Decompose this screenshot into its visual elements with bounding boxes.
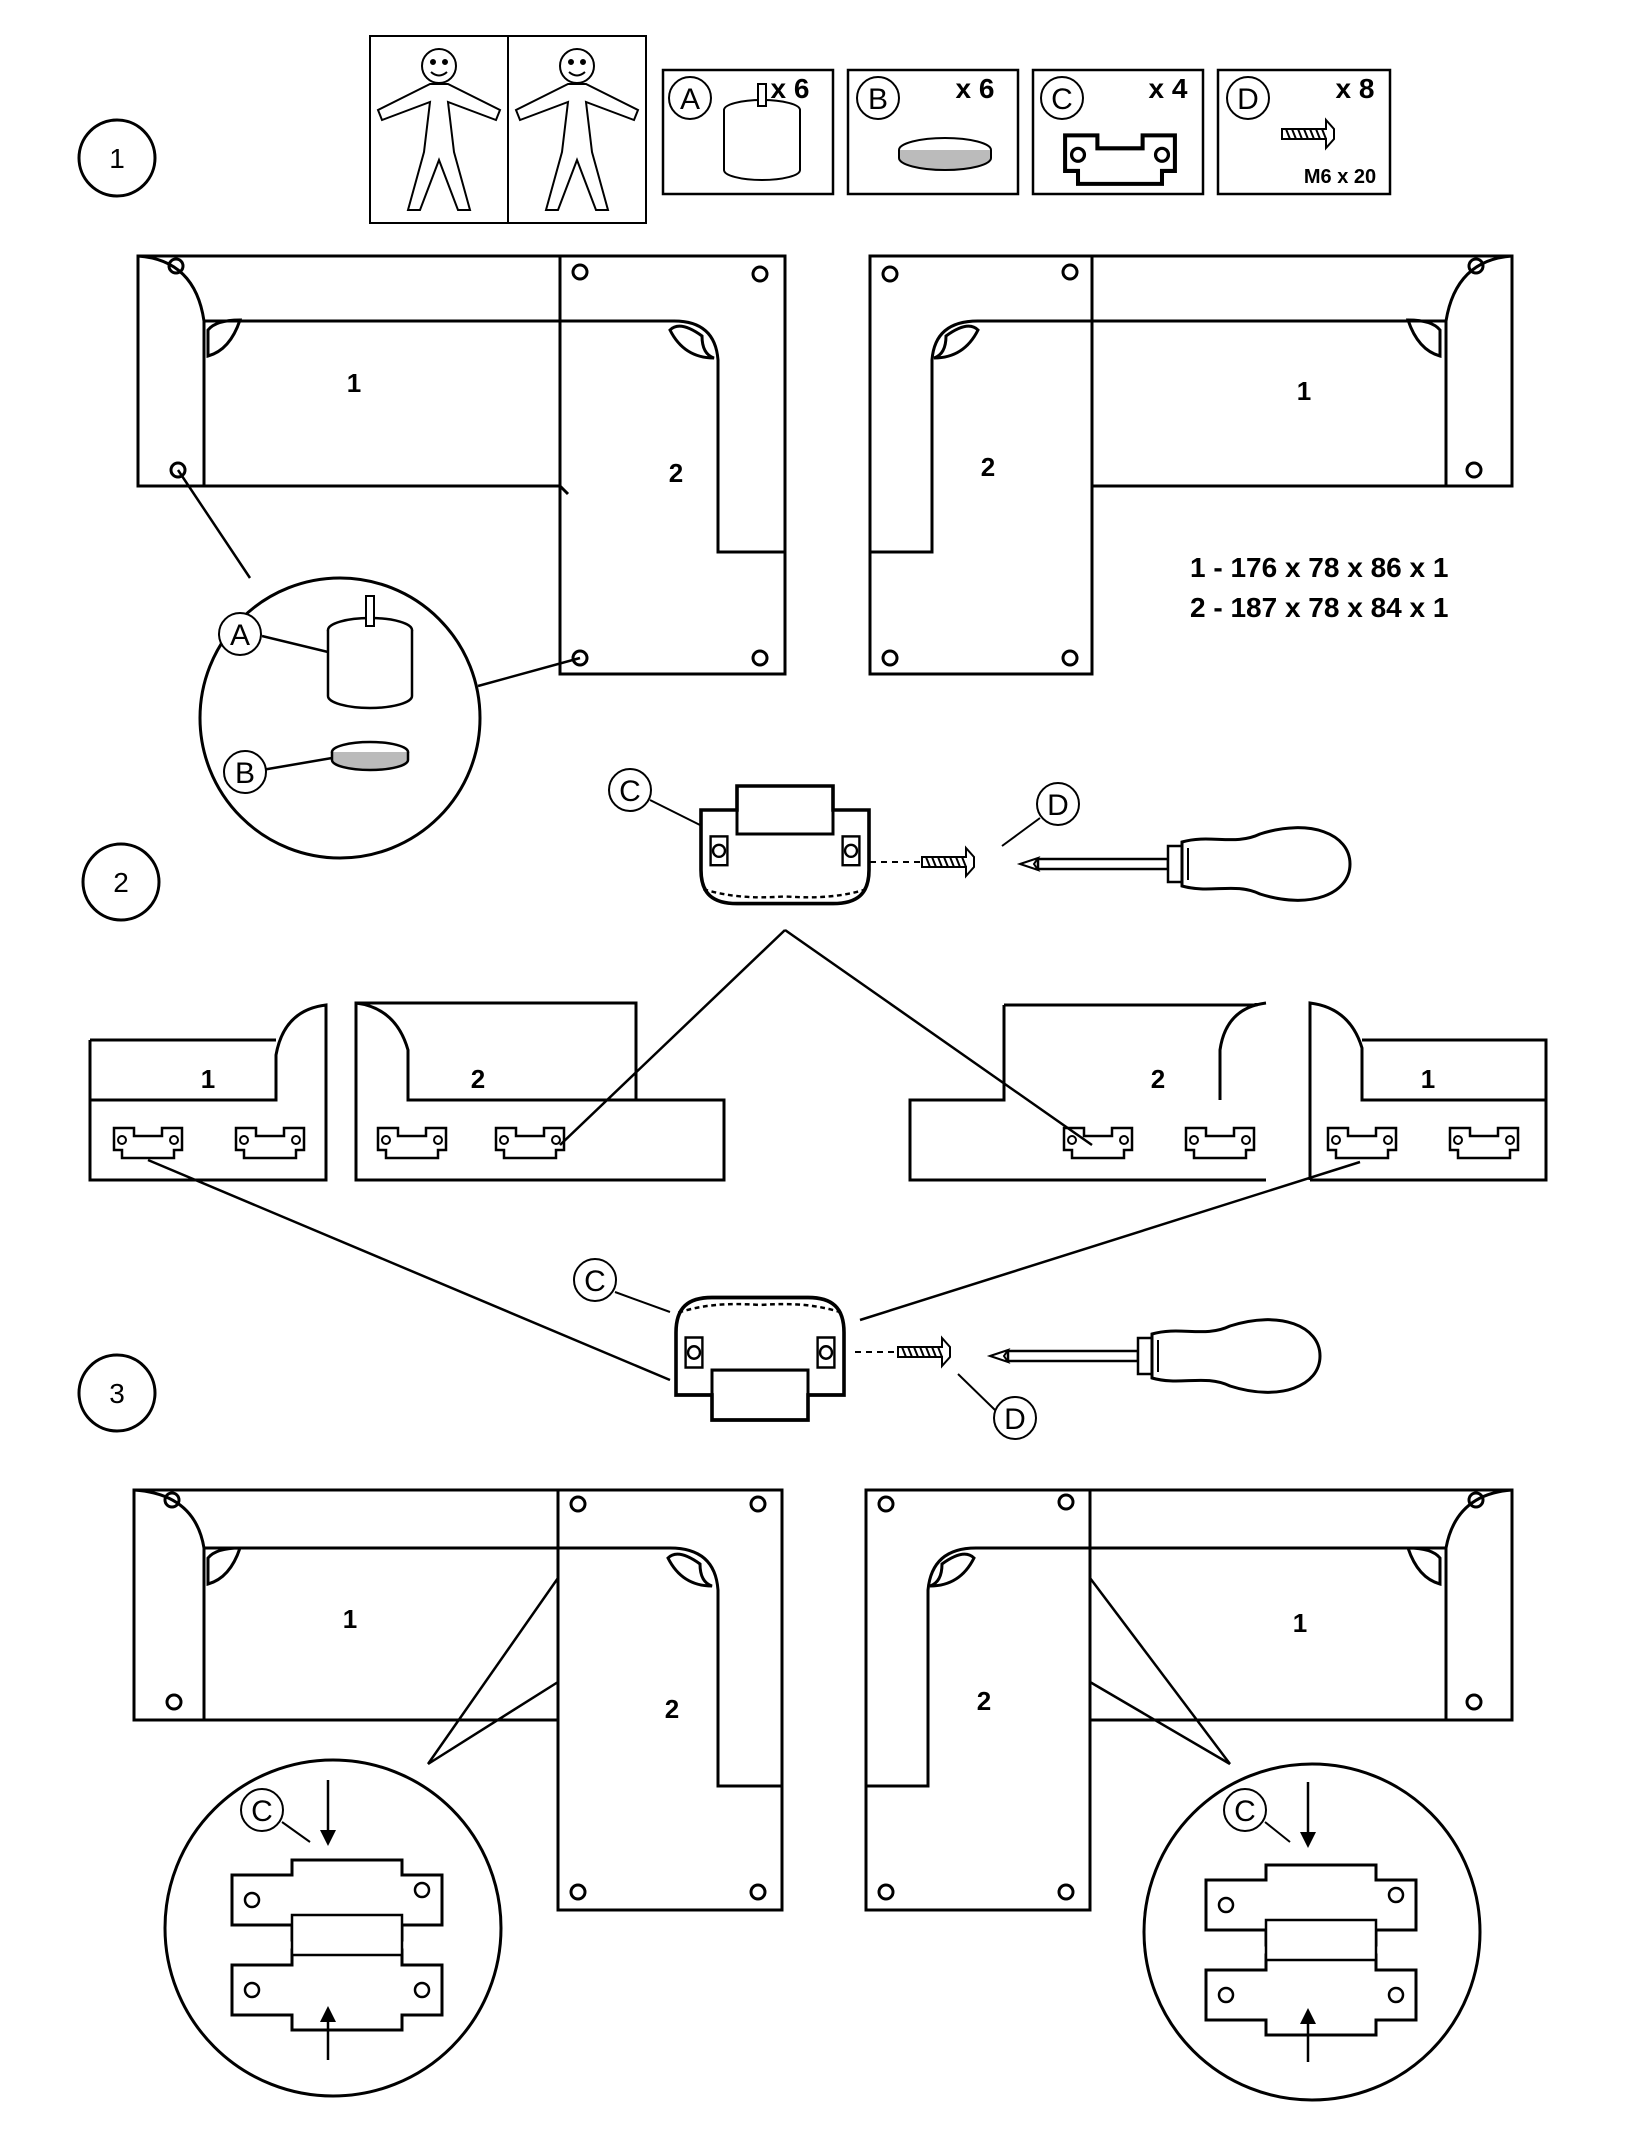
foot-detail: A B xyxy=(176,469,581,860)
callout-c-label-a: C xyxy=(619,775,641,808)
step-1-circle xyxy=(77,118,157,198)
module-1-label-c: 1 xyxy=(201,1064,215,1094)
module-1-label-d: 1 xyxy=(1421,1064,1435,1094)
bracket-fixing-top: C D xyxy=(608,768,1352,906)
module-2-label-f: 2 xyxy=(977,1686,991,1716)
side-views xyxy=(88,1001,1548,1182)
pad-b-detail xyxy=(330,740,410,772)
module-1-label-e: 1 xyxy=(343,1604,357,1634)
interlock-detail-left: C xyxy=(163,1577,560,2098)
interlock-detail-right: C xyxy=(1089,1577,1482,2102)
callout-c-label-b: C xyxy=(584,1265,606,1298)
callout-b-label: B xyxy=(235,757,255,790)
part-c-letter: C xyxy=(1051,83,1073,116)
part-b-qty: x 6 xyxy=(956,73,995,104)
part-a-letter: A xyxy=(680,83,700,116)
part-b-letter: B xyxy=(868,83,888,116)
dimension-module-2: 2 - 187 x 78 x 84 x 1 xyxy=(1190,592,1449,623)
part-a-qty: x 6 xyxy=(771,73,810,104)
step-1-number: 1 xyxy=(109,143,125,174)
part-d-spec: M6 x 20 xyxy=(1304,166,1376,188)
module-2-label-b: 2 xyxy=(981,452,995,482)
dimension-module-1: 1 - 176 x 78 x 86 x 1 xyxy=(1190,552,1449,583)
part-d-letter: D xyxy=(1237,83,1259,116)
callout-d-label-b: D xyxy=(1004,1403,1026,1436)
module-2-label-a: 2 xyxy=(669,458,683,488)
part-d-qty: x 8 xyxy=(1336,73,1375,104)
part-d-box: D x 8 M6 x 20 xyxy=(1216,68,1392,196)
dimensions-list: 1 - 176 x 78 x 86 x 1 2 - 187 x 78 x 84 … xyxy=(1190,548,1448,628)
part-a-box: A x 6 xyxy=(661,68,835,196)
step-3-number: 3 xyxy=(109,1378,125,1409)
glide-pad-icon xyxy=(898,137,992,171)
two-person-icon xyxy=(369,35,647,224)
step-3-circle xyxy=(77,1353,157,1433)
module-2-label-e: 2 xyxy=(665,1694,679,1724)
sofa-left-top xyxy=(136,254,787,676)
bracket-fixing-bottom: C D xyxy=(573,1258,1322,1440)
foot-a-detail xyxy=(326,595,414,710)
module-1-label-b: 1 xyxy=(1297,376,1311,406)
callout-c-label-d: C xyxy=(1234,1795,1256,1828)
callout-d-label-a: D xyxy=(1047,789,1069,822)
part-c-box: C x 4 xyxy=(1031,68,1205,196)
callout-a-label: A xyxy=(230,619,250,652)
module-2-label-c: 2 xyxy=(471,1064,485,1094)
foot-icon xyxy=(723,83,801,181)
module-1-label-a: 1 xyxy=(347,368,361,398)
module-2-label-d: 2 xyxy=(1151,1064,1165,1094)
part-b-box: B x 6 xyxy=(846,68,1020,196)
sofa-right-bottom xyxy=(864,1488,1514,1912)
sofa-left-bottom xyxy=(132,1488,784,1912)
sofa-right-top xyxy=(868,254,1514,676)
part-c-qty: x 4 xyxy=(1149,73,1188,104)
callout-c-label-c: C xyxy=(251,1795,273,1828)
step-2-leaders xyxy=(147,928,1361,1382)
step-2-number: 2 xyxy=(113,867,129,898)
step-2-circle xyxy=(81,842,161,922)
module-1-label-f: 1 xyxy=(1293,1608,1307,1638)
